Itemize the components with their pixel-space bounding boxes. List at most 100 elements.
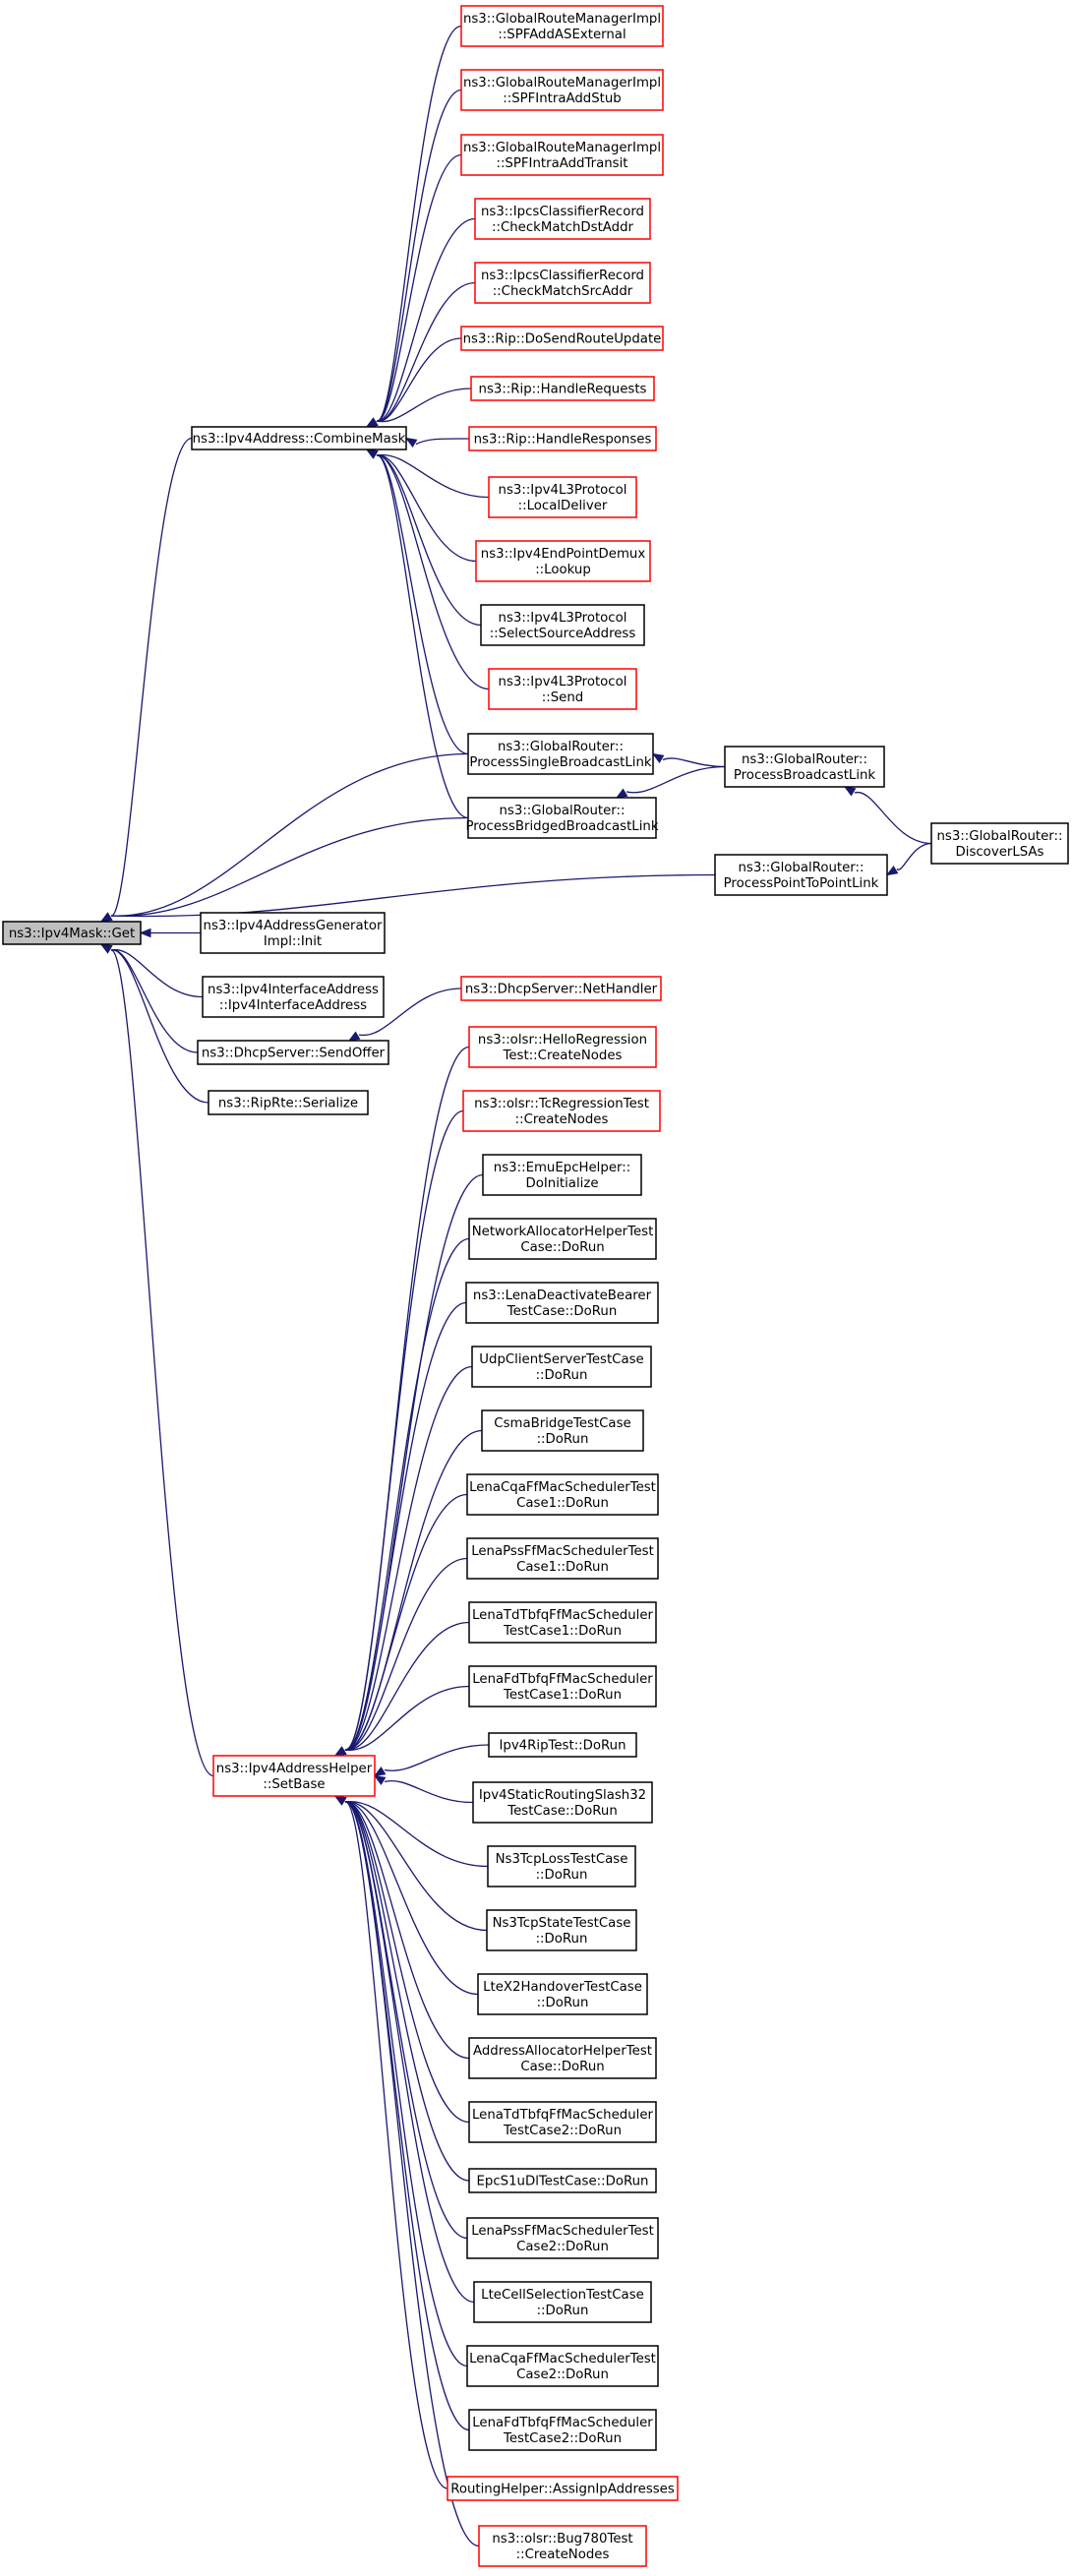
- node-label: DoInitialize: [525, 1176, 598, 1191]
- node-ltecell[interactable]: LteCellSelectionTestCase::DoRun: [473, 2281, 652, 2323]
- node-label: Test::CreateNodes: [503, 1048, 623, 1063]
- node-label: ::SelectSourceAddress: [490, 627, 636, 641]
- node-label: ns3::Ipv4L3Protocol: [499, 611, 627, 626]
- node-spfstub[interactable]: ns3::GlobalRouteManagerImpl::SPFIntraAdd…: [460, 69, 664, 111]
- edge-setbase-to-get: [99, 943, 214, 1777]
- node-selectsrc[interactable]: ns3::Ipv4L3Protocol::SelectSourceAddress: [480, 604, 645, 646]
- node-udpcs[interactable]: UdpClientServerTestCase::DoRun: [471, 1346, 652, 1388]
- node-box: [724, 746, 885, 788]
- node-ripsend[interactable]: ns3::Rip::DoSendRouteUpdate: [460, 326, 664, 351]
- node-box: [488, 668, 637, 710]
- node-box: [468, 2409, 657, 2451]
- node-label: ns3::Ipv4Mask::Get: [9, 927, 135, 941]
- node-label: ::DoRun: [537, 1432, 589, 1447]
- node-combine[interactable]: ns3::Ipv4Address::CombineMask: [191, 426, 407, 450]
- node-label: TestCase1::DoRun: [503, 1688, 622, 1703]
- node-pbbl[interactable]: ns3::GlobalRouter::ProcessBridgedBroadca…: [465, 797, 659, 839]
- node-box: [468, 426, 657, 451]
- node-box: [460, 326, 664, 351]
- node-box: [447, 2476, 679, 2501]
- node-sendoffer[interactable]: ns3::DhcpServer::SendOffer: [197, 1040, 389, 1065]
- node-discover[interactable]: ns3::GlobalRouter::DiscoverLSAs: [930, 822, 1069, 865]
- node-label: ::SetBase: [263, 1777, 325, 1792]
- node-box: [475, 540, 651, 582]
- node-label: Case1::DoRun: [516, 1560, 609, 1575]
- node-label: ::DoRun: [536, 1932, 588, 1947]
- node-ripresp[interactable]: ns3::Rip::HandleResponses: [468, 426, 657, 451]
- node-box: [470, 376, 655, 401]
- node-ripreq[interactable]: ns3::Rip::HandleRequests: [470, 376, 655, 401]
- node-box: [468, 2168, 657, 2193]
- node-csma[interactable]: CsmaBridgeTestCase::DoRun: [481, 1409, 644, 1452]
- node-psbl[interactable]: ns3::GlobalRouter::ProcessSingleBroadcas…: [467, 733, 654, 775]
- node-label: ns3::DhcpServer::SendOffer: [202, 1047, 386, 1061]
- node-box: [468, 1026, 657, 1068]
- node-localdeliver[interactable]: ns3::Ipv4L3Protocol::LocalDeliver: [488, 476, 637, 518]
- node-box: [467, 733, 654, 775]
- node-label: ::DoRun: [537, 1996, 589, 2010]
- node-box: [474, 262, 651, 304]
- node-box: [466, 1537, 659, 1580]
- edge-ifaddr-to-get: [99, 943, 204, 998]
- edge-sendoffer-to-get: [99, 943, 199, 1053]
- node-spftransit[interactable]: ns3::GlobalRouteManagerImpl::SPFIntraAdd…: [460, 134, 664, 176]
- node-label: ::Send: [542, 690, 583, 705]
- node-label: Case::DoRun: [520, 2060, 604, 2074]
- node-riprte[interactable]: ns3::RipRte::Serialize: [208, 1090, 369, 1115]
- node-emu[interactable]: ns3::EmuEpcHelper::DoInitialize: [482, 1154, 642, 1196]
- node-setbase[interactable]: ns3::Ipv4AddressHelper::SetBase: [212, 1755, 376, 1797]
- node-ipcsdst[interactable]: ns3::IpcsClassifierRecord::CheckMatchDst…: [474, 198, 651, 240]
- node-pptp[interactable]: ns3::GlobalRouter::ProcessPointToPointLi…: [714, 854, 888, 896]
- node-lookup[interactable]: ns3::Ipv4EndPointDemux::Lookup: [475, 540, 651, 582]
- node-pbl[interactable]: ns3::GlobalRouter::ProcessBroadcastLink: [724, 746, 885, 788]
- node-box: [2, 921, 142, 945]
- node-label: ProcessBridgedBroadcastLink: [465, 819, 658, 834]
- node-label: TestCase1::DoRun: [503, 1624, 622, 1639]
- node-epcs1u[interactable]: EpcS1uDlTestCase::DoRun: [468, 2168, 657, 2193]
- node-tcpstate[interactable]: Ns3TcpStateTestCase::DoRun: [486, 1909, 637, 1951]
- node-label: ::CheckMatchSrcAddr: [493, 284, 633, 299]
- node-hello[interactable]: ns3::olsr::HelloRegressionTest::CreateNo…: [468, 1026, 657, 1068]
- node-routinghelper[interactable]: RoutingHelper::AssignIpAddresses: [447, 2476, 679, 2501]
- edge-pss2-to-setbase: [333, 1795, 468, 2240]
- node-ltex2[interactable]: LteX2HandoverTestCase::DoRun: [477, 1973, 648, 2015]
- node-box: [472, 1781, 653, 1824]
- node-bug780[interactable]: ns3::olsr::Bug780Test::CreateNodes: [478, 2525, 647, 2567]
- node-label: NetworkAllocatorHelperTest: [472, 1225, 654, 1239]
- node-label: RoutingHelper::AssignIpAddresses: [450, 2483, 675, 2497]
- node-box: [466, 2217, 659, 2259]
- node-label: ns3::Ipv4L3Protocol: [499, 483, 627, 498]
- node-label: ns3::Ipv4Address::CombineMask: [193, 432, 406, 447]
- edge-pptp-to-get: [99, 873, 716, 923]
- node-box: [487, 1845, 636, 1887]
- edge-pbbl-to-get: [99, 816, 469, 923]
- node-tcreg[interactable]: ns3::olsr::TcRegressionTest::CreateNodes: [462, 1090, 661, 1132]
- node-ipcssrc[interactable]: ns3::IpcsClassifierRecord::CheckMatchSrc…: [474, 262, 651, 304]
- node-ifaddr[interactable]: ns3::Ipv4InterfaceAddress::Ipv4Interface…: [202, 976, 385, 1018]
- node-box: [197, 1040, 389, 1065]
- node-l3send[interactable]: ns3::Ipv4L3Protocol::Send: [488, 668, 637, 710]
- node-box: [460, 976, 662, 1001]
- node-label: ns3::Rip::DoSendRouteUpdate: [463, 332, 662, 347]
- node-label: ns3::olsr::TcRegressionTest: [474, 1097, 649, 1111]
- node-spfas[interactable]: ns3::GlobalRouteManagerImpl::SPFAddASExt…: [460, 5, 664, 47]
- node-nethandler[interactable]: ns3::DhcpServer::NetHandler: [460, 976, 662, 1001]
- node-get: ns3::Ipv4Mask::Get: [2, 921, 142, 945]
- edge-pbl-to-pbbl: [615, 765, 726, 799]
- node-tcploss[interactable]: Ns3TcpLossTestCase::DoRun: [487, 1845, 636, 1887]
- node-box: [482, 1154, 642, 1196]
- node-riptest[interactable]: Ipv4RipTest::DoRun: [488, 1732, 637, 1758]
